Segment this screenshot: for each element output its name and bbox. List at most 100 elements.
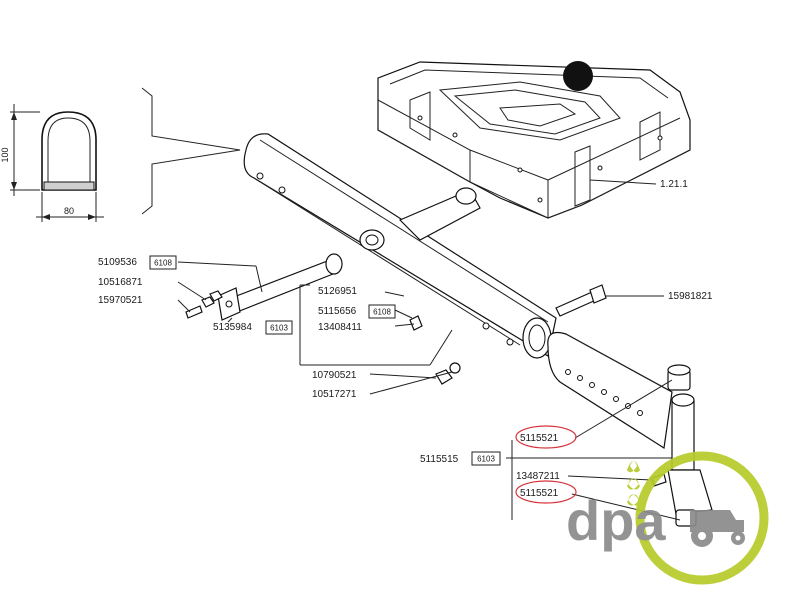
leader-5115521-bottom bbox=[571, 493, 681, 521]
beam-hole-1 bbox=[256, 172, 264, 180]
leader-5135984 bbox=[227, 317, 233, 323]
frame-hatch bbox=[499, 103, 577, 127]
label-5135984: 5135984 bbox=[213, 322, 252, 333]
leader-5109536-b bbox=[255, 265, 263, 293]
label-13487211: 13487211 bbox=[516, 471, 560, 482]
box-6103-2 bbox=[471, 451, 501, 466]
support-bushing bbox=[455, 187, 477, 205]
leader-5115656 bbox=[394, 309, 413, 319]
width-arrow-left bbox=[42, 214, 50, 220]
height-arrow-top bbox=[11, 112, 17, 120]
grease-nipple bbox=[409, 315, 423, 331]
frame-bracket-front bbox=[574, 145, 591, 207]
cross-section-detail: 100 80 bbox=[0, 87, 241, 222]
beam-end-bore bbox=[528, 324, 546, 352]
tractor-frame: 1.21.1 bbox=[377, 61, 691, 219]
label-5109536: 5109536 bbox=[98, 257, 137, 268]
frame-floor-inner bbox=[453, 89, 601, 135]
box-6108-1 bbox=[149, 255, 177, 270]
frame-bolt-6 bbox=[657, 135, 663, 141]
section-inner bbox=[47, 117, 91, 186]
frame-right-edge bbox=[547, 149, 691, 219]
beam-hole-4 bbox=[506, 338, 514, 346]
frame-bolt-2 bbox=[452, 132, 458, 138]
frame-bolt-5 bbox=[597, 165, 603, 171]
box-6103-1 bbox=[265, 320, 293, 335]
label-5115521-bottom: 5115521 bbox=[520, 488, 559, 499]
label-5115656: 5115656 bbox=[318, 306, 357, 317]
label-13408411: 13408411 bbox=[318, 322, 362, 333]
steering-knuckle bbox=[651, 364, 713, 527]
width-dim-label: 80 bbox=[64, 206, 74, 216]
extension-body bbox=[547, 331, 673, 450]
leader-15970521 bbox=[177, 299, 191, 313]
label-5115515: 5115515 bbox=[420, 454, 459, 465]
height-dim-label: 100 bbox=[0, 147, 10, 162]
beam-hole-2 bbox=[278, 186, 286, 194]
logo-ring bbox=[635, 451, 769, 585]
control-knob bbox=[563, 61, 593, 91]
logo-tractor-front-hub bbox=[735, 535, 741, 541]
leader-5115521-top bbox=[574, 379, 673, 439]
ext-hole-3 bbox=[589, 382, 595, 388]
ext-hole-2 bbox=[577, 375, 583, 381]
leader-1211 bbox=[589, 179, 657, 185]
label-10517271: 10517271 bbox=[312, 389, 357, 400]
section-leader bbox=[141, 87, 241, 215]
label-10516871: 10516871 bbox=[98, 277, 143, 288]
section-outer bbox=[41, 111, 97, 191]
label-1211: 1.21.1 bbox=[660, 179, 688, 190]
extension-bolt bbox=[555, 291, 597, 317]
frame-bolt-3 bbox=[517, 167, 523, 173]
box-label-6108-2: 6108 bbox=[373, 308, 391, 317]
ext-hole-5 bbox=[613, 396, 619, 402]
beam-top-edge bbox=[259, 139, 549, 323]
leader-beam bbox=[429, 329, 453, 366]
ext-hole-1 bbox=[565, 369, 571, 375]
leader-13487211 bbox=[567, 475, 653, 481]
pivot-bushing bbox=[325, 253, 343, 275]
box-label-6103-2: 6103 bbox=[477, 455, 495, 464]
leader-lines bbox=[177, 261, 681, 521]
logo-tractor-rear-hub bbox=[698, 532, 706, 540]
frame-top-edge bbox=[389, 69, 669, 99]
ext-hole-4 bbox=[601, 389, 607, 395]
highlight-5115521-top bbox=[515, 425, 577, 449]
beam-bottom-edge bbox=[253, 177, 521, 346]
dpa-logo: dpa bbox=[566, 451, 769, 585]
label-15981821: 15981821 bbox=[668, 291, 713, 302]
height-arrow-bottom bbox=[11, 182, 17, 190]
logo-wheat-icon bbox=[627, 460, 640, 506]
frame-front-face bbox=[469, 149, 549, 219]
flange-hole bbox=[225, 300, 233, 308]
axle-beam bbox=[243, 133, 557, 359]
ext-hole-7 bbox=[637, 410, 643, 416]
leader-10790521 bbox=[369, 373, 437, 379]
leader-10516871 bbox=[177, 281, 207, 301]
flange-bolt bbox=[185, 305, 203, 319]
frame-body bbox=[377, 61, 691, 219]
bush-top-face bbox=[667, 364, 691, 376]
frame-left-face bbox=[377, 99, 471, 183]
spindle-arm bbox=[667, 469, 713, 515]
extension-top-edge bbox=[565, 333, 673, 393]
width-arrow-right bbox=[88, 214, 96, 220]
frame-bolt-1 bbox=[417, 115, 423, 121]
beam-pivot-bore bbox=[365, 234, 379, 246]
section-base bbox=[43, 181, 95, 191]
leader-5126951 bbox=[384, 291, 405, 297]
leader-10517271 bbox=[369, 371, 453, 395]
box-label-6108-1: 6108 bbox=[154, 259, 172, 268]
highlight-5115521-bottom bbox=[515, 480, 577, 504]
leader-5109536 bbox=[177, 261, 257, 267]
housing-top-face bbox=[671, 393, 695, 407]
pivot-pin-assembly bbox=[185, 253, 461, 385]
label-10790521: 10790521 bbox=[312, 370, 357, 381]
label-5115521-top: 5115521 bbox=[520, 433, 559, 444]
logo-text: dpa bbox=[566, 489, 666, 552]
frame-bracket-right bbox=[639, 111, 661, 161]
beam-nut bbox=[435, 369, 453, 385]
leader-13408411 bbox=[394, 323, 415, 327]
